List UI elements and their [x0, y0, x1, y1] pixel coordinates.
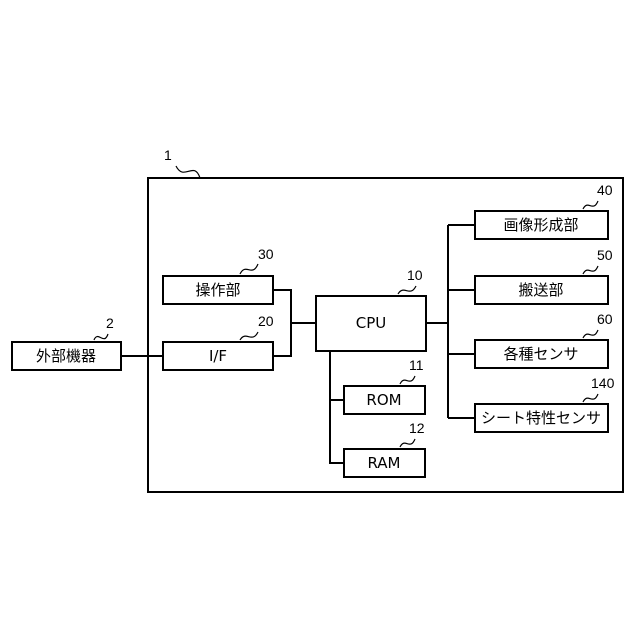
image-forming-unit-ref-leader	[583, 201, 598, 209]
interface-ref-leader	[240, 332, 258, 340]
image-forming-unit-ref: 40	[597, 182, 613, 198]
cpu-ref-leader	[398, 286, 416, 294]
conveyance-unit-ref: 50	[597, 247, 613, 263]
wire-operation-to-bus	[273, 290, 291, 356]
ram-label: RAM	[367, 454, 400, 472]
operation-unit-label: 操作部	[195, 281, 240, 299]
cpu-ref: 10	[407, 267, 423, 283]
cpu-label: CPU	[356, 314, 387, 332]
interface-ref: 20	[258, 313, 274, 329]
image-forming-unit-label: 画像形成部	[503, 216, 578, 234]
operation-unit-ref: 30	[258, 246, 274, 262]
rom-ref: 11	[409, 357, 424, 373]
system-ref-leader	[176, 166, 200, 178]
system-ref: 1	[164, 147, 172, 163]
sheet-sensor-ref-leader	[583, 394, 598, 402]
external-device-ref-leader	[94, 334, 108, 340]
external-device-label: 外部機器	[36, 347, 96, 365]
operation-unit-ref-leader	[240, 264, 258, 274]
sheet-sensor-ref: 140	[591, 375, 615, 391]
various-sensors-ref-leader	[583, 330, 598, 338]
conveyance-unit-label: 搬送部	[518, 281, 563, 299]
interface-label: I/F	[209, 347, 227, 365]
ram-ref: 12	[409, 420, 425, 436]
various-sensors-label: 各種センサ	[503, 345, 578, 363]
various-sensors-ref: 60	[597, 311, 613, 327]
conveyance-unit-ref-leader	[583, 266, 598, 274]
rom-label: ROM	[366, 391, 401, 409]
external-device-ref: 2	[106, 315, 114, 331]
wire-cpu-to-memory	[330, 351, 344, 463]
sheet-sensor-label: シート特性センサ	[481, 409, 601, 427]
rom-ref-leader	[400, 376, 415, 384]
ram-ref-leader	[400, 439, 415, 447]
